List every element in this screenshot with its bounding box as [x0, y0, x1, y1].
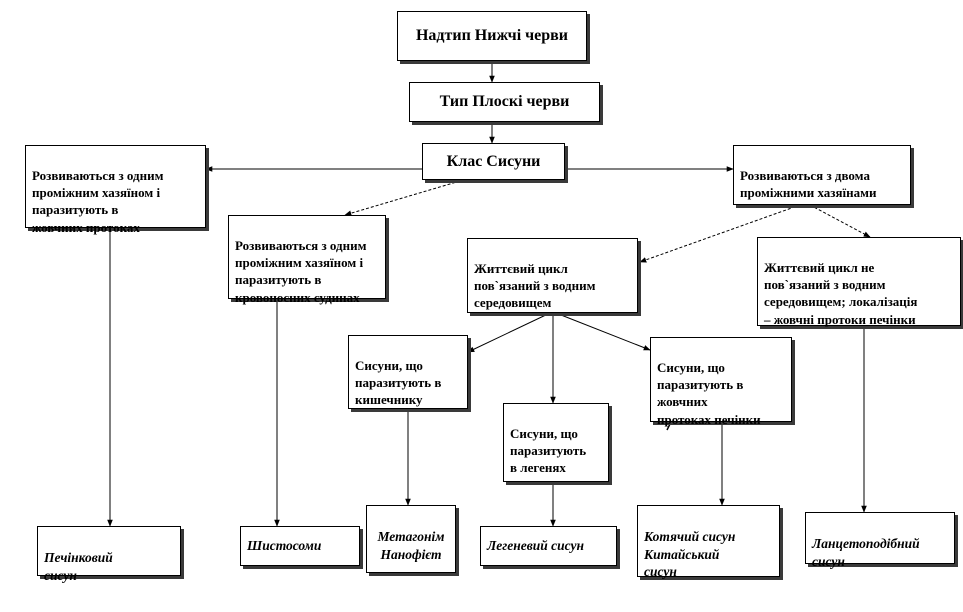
leaf-lancet-fluke-text: Ланцетоподібний сисун: [812, 535, 920, 569]
leaf-cat-fluke-text: Котячий сисун Китайський сисун: [644, 528, 736, 580]
leaf-liver-fluke: Печінковий сисун: [37, 526, 181, 583]
node-bile-ducts: Сисуни, що паразитують в жовчних протока…: [650, 337, 792, 427]
node-phylum-text: Тип Плоскі черви: [439, 93, 570, 111]
leaf-schistosomes-text: Шистосоми: [247, 538, 322, 554]
node-superphylum-text: Надтип Нижчі черви: [415, 27, 569, 45]
node-one-host-blood: Розвиваються з одним проміжним хазяїном …: [228, 215, 386, 305]
node-water-cycle-text: Життєвий цикл пов`язаний з водним середо…: [474, 261, 596, 311]
node-class-text: Клас Сисуни: [446, 152, 541, 170]
node-intestine: Сисуни, що паразитують в кишечнику: [348, 335, 468, 409]
node-two-hosts-text: Розвиваються з двома проміжними хазяїнам…: [740, 168, 877, 201]
leaf-metagonim-text: Метагонім Нанофієт: [377, 528, 445, 562]
leaf-lancet-fluke: Ланцетоподібний сисун: [805, 512, 955, 569]
node-one-host-liver: Розвиваються з одним проміжним хазяїном …: [25, 145, 206, 235]
node-water-cycle: Життєвий цикл пов`язаний з водним середо…: [467, 238, 638, 313]
arrow-class-to-one-host-blood: [344, 180, 461, 216]
leaf-lung-fluke: Легеневий сисун: [480, 526, 617, 566]
leaf-schistosomes: Шистосоми: [240, 526, 360, 566]
stray-mark: [666, 421, 672, 431]
node-lungs-text: Сисуни, що паразитують в легенях: [510, 426, 587, 476]
node-no-water-cycle-text: Життєвий цикл не пов`язаний з водним сер…: [764, 260, 918, 327]
arrow-two-hosts-to-water: [639, 204, 801, 263]
node-one-host-liver-text: Розвиваються з одним проміжним хазяїном …: [32, 168, 164, 235]
leaf-lung-fluke-text: Легеневий сисун: [487, 538, 585, 554]
node-two-hosts: Розвиваються з двома проміжними хазяїнам…: [733, 145, 911, 205]
leaf-liver-fluke-text: Печінковий сисун: [44, 549, 113, 583]
node-class: Клас Сисуни: [422, 143, 565, 180]
node-phylum: Тип Плоскі черви: [409, 82, 600, 122]
leaf-metagonim: Метагонім Нанофієт: [366, 505, 456, 573]
node-intestine-text: Сисуни, що паразитують в кишечнику: [355, 358, 442, 408]
node-no-water-cycle: Життєвий цикл не пов`язаний з водним сер…: [757, 237, 961, 327]
node-bile-ducts-text: Сисуни, що паразитують в жовчних протока…: [657, 360, 761, 427]
leaf-cat-fluke: Котячий сисун Китайський сисун: [637, 505, 780, 579]
arrow-two-hosts-to-no-water: [809, 204, 871, 238]
arrow-water-to-intestine: [467, 312, 551, 353]
arrow-water-to-bile: [555, 312, 651, 351]
node-superphylum: Надтип Нижчі черви: [397, 11, 587, 61]
node-lungs: Сисуни, що паразитують в легенях: [503, 403, 609, 482]
node-one-host-blood-text: Розвиваються з одним проміжним хазяїном …: [235, 238, 367, 305]
